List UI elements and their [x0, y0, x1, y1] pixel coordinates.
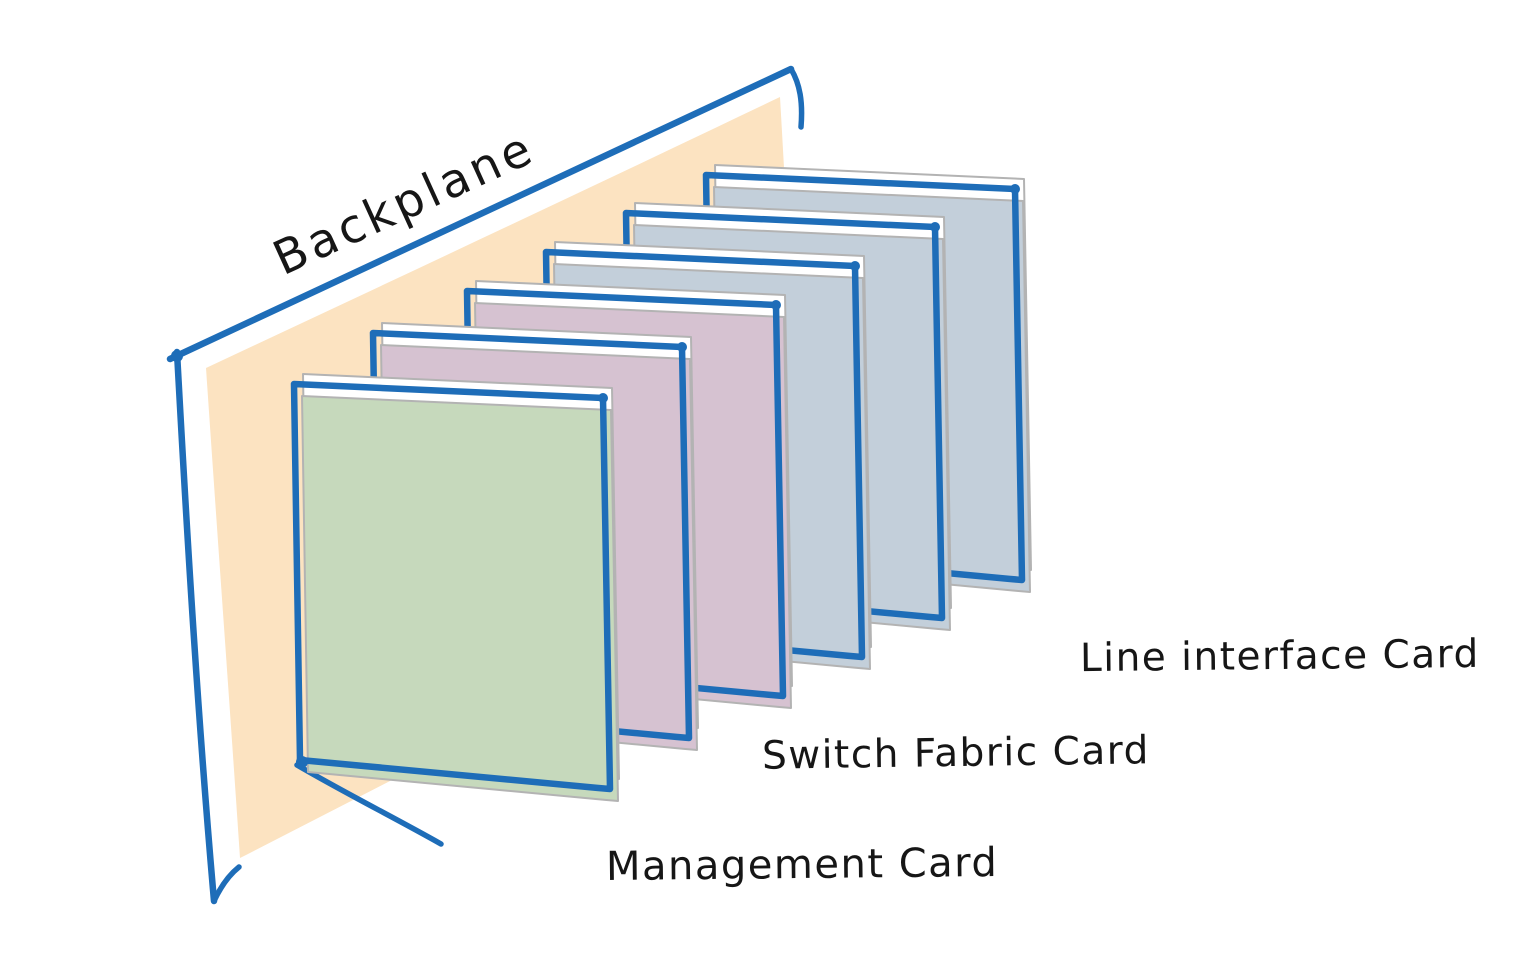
backplane-top-right-hook	[788, 66, 805, 130]
ink-blob	[1010, 184, 1020, 194]
management-card-label: Management Card	[605, 839, 999, 891]
ink-blob	[771, 300, 781, 310]
ink-blob	[296, 756, 308, 768]
backplane-top-edge	[166, 65, 795, 363]
backplane-slot-line	[294, 762, 444, 847]
card-panel	[301, 395, 619, 802]
backplane-bottom-left-hook	[211, 864, 242, 904]
card-frame	[290, 380, 614, 793]
line-interface-card-label: Line interface Card	[1079, 631, 1480, 682]
ink-blob	[850, 261, 860, 271]
ink-blob	[677, 342, 687, 352]
switch-fabric-card-label: Switch Fabric Card	[761, 728, 1151, 779]
ink-blob	[598, 393, 608, 403]
management-card	[290, 373, 620, 802]
backplane-left-edge	[173, 348, 218, 905]
ink-blob	[171, 350, 183, 362]
ink-blob	[930, 222, 940, 232]
